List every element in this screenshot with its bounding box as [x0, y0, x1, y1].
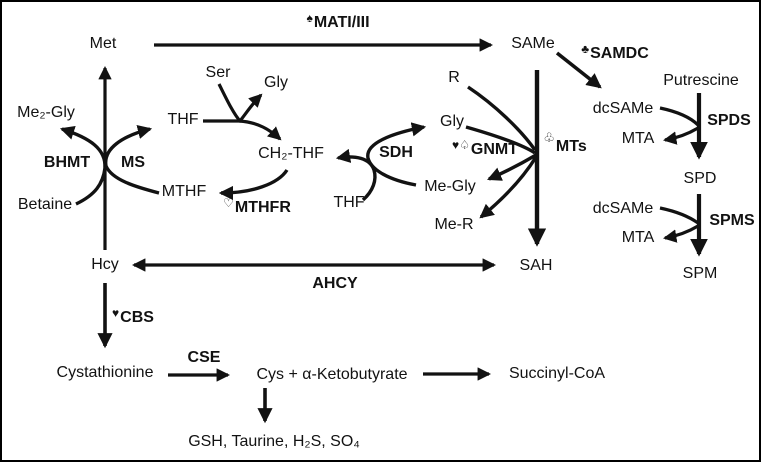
metabolite-mta-1: MTA	[621, 130, 655, 147]
enzyme-spms: SPMS	[709, 212, 755, 229]
metabolite-betaine: Betaine	[17, 196, 73, 213]
enzyme-samdc-name: SAMDC	[590, 45, 649, 62]
arrow-mts-to-mer	[479, 156, 538, 219]
arrow-ch2thf-to-mthf-mthfr	[218, 168, 289, 201]
arrow-thf-to-ch2thf-sdh	[335, 148, 377, 202]
metabolite-mthf: MTHF	[161, 183, 207, 200]
metabolite-spm: SPM	[682, 265, 718, 282]
metabolite-thf-left: THF	[167, 111, 199, 128]
metabolite-me-gly: Me-Gly	[424, 178, 476, 195]
arrow-mta2-out	[663, 224, 699, 243]
metabolite-gly-top: Gly	[264, 74, 288, 91]
metabolite-r: R	[448, 69, 460, 86]
enzyme-cbs: ♥CBS	[112, 307, 154, 326]
line-dcsame2-in	[659, 206, 699, 225]
heart-icon: ♥	[112, 306, 120, 320]
white-heart-icon: ♡	[223, 196, 234, 210]
white-club-icon: ♧	[543, 130, 555, 145]
enzyme-sdh: SDH	[379, 144, 413, 161]
enzyme-mts: ♧MTs	[543, 131, 587, 155]
enzyme-samdc: ♣SAMDC	[581, 43, 649, 62]
metabolite-sah: SAH	[519, 257, 553, 274]
metabolite-me2-gly: Me₂-Gly	[17, 104, 75, 121]
metabolite-dcsame-1: dcSAMe	[592, 100, 654, 117]
enzyme-mthfr-name: MTHFR	[234, 199, 291, 216]
arrow-megly-to-gly-sdh	[366, 122, 427, 187]
line-gly-to-mts	[465, 125, 536, 155]
metabolite-met: Met	[89, 35, 117, 52]
metabolite-hcy: Hcy	[91, 256, 119, 273]
arrow-thf-to-ch2thf	[203, 119, 282, 141]
enzyme-mts-name: MTs	[555, 138, 587, 155]
metabolite-cystathionine: Cystathionine	[56, 364, 154, 381]
enzyme-mat1-3-name: MATI/III	[313, 14, 370, 31]
spade-icon: ♠	[306, 11, 313, 25]
enzyme-gnmt: ♥♤GNMT	[452, 139, 518, 158]
enzyme-spds: SPDS	[707, 112, 751, 129]
enzyme-mthfr: ♡MTHFR	[223, 197, 291, 216]
enzyme-cse: CSE	[187, 349, 221, 366]
metabolite-ch2-thf: CH₂-THF	[258, 145, 324, 162]
metabolite-ser: Ser	[205, 64, 231, 81]
enzyme-ahcy: AHCY	[312, 275, 358, 292]
metabolite-same: SAMe	[511, 35, 555, 52]
metabolite-thf-mid: THF	[333, 194, 365, 211]
metabolite-me-r: Me-R	[434, 216, 474, 233]
line-dcsame1-in	[659, 106, 700, 127]
metabolite-dcsame-2: dcSAMe	[592, 200, 654, 217]
enzyme-gnmt-name: GNMT	[470, 141, 518, 158]
enzyme-mat1-3: ♠MATI/III	[306, 12, 370, 31]
heart-spade-icons: ♥♤	[452, 138, 470, 152]
enzyme-bhmt: BHMT	[43, 154, 91, 171]
arrow-mts-to-megly	[487, 153, 537, 181]
metabolite-succinyl-coa: Succinyl-CoA	[508, 365, 606, 382]
club-icon: ♣	[581, 42, 590, 56]
metabolite-cys-ketobutyrate: Cys + α-Ketobutyrate	[256, 366, 408, 383]
arrow-same-to-dcsame	[555, 51, 602, 89]
arrow-mta1-out	[663, 126, 699, 145]
line-r-to-mts	[467, 85, 537, 151]
enzyme-cbs-name: CBS	[120, 309, 154, 326]
metabolite-spd: SPD	[683, 170, 717, 187]
arrow-betaine-to-me2gly-bhmt	[59, 125, 107, 206]
metabolite-gsh-products: GSH, Taurine, H₂S, SO₄	[188, 433, 360, 450]
arrow-ser-to-gly	[217, 83, 263, 123]
arrow-mthf-to-thf-ms	[104, 125, 160, 195]
metabolite-gly-mid: Gly	[440, 113, 464, 130]
enzyme-ms: MS	[121, 154, 145, 171]
metabolite-putrescine: Putrescine	[663, 72, 739, 89]
metabolite-mta-2: MTA	[621, 229, 655, 246]
